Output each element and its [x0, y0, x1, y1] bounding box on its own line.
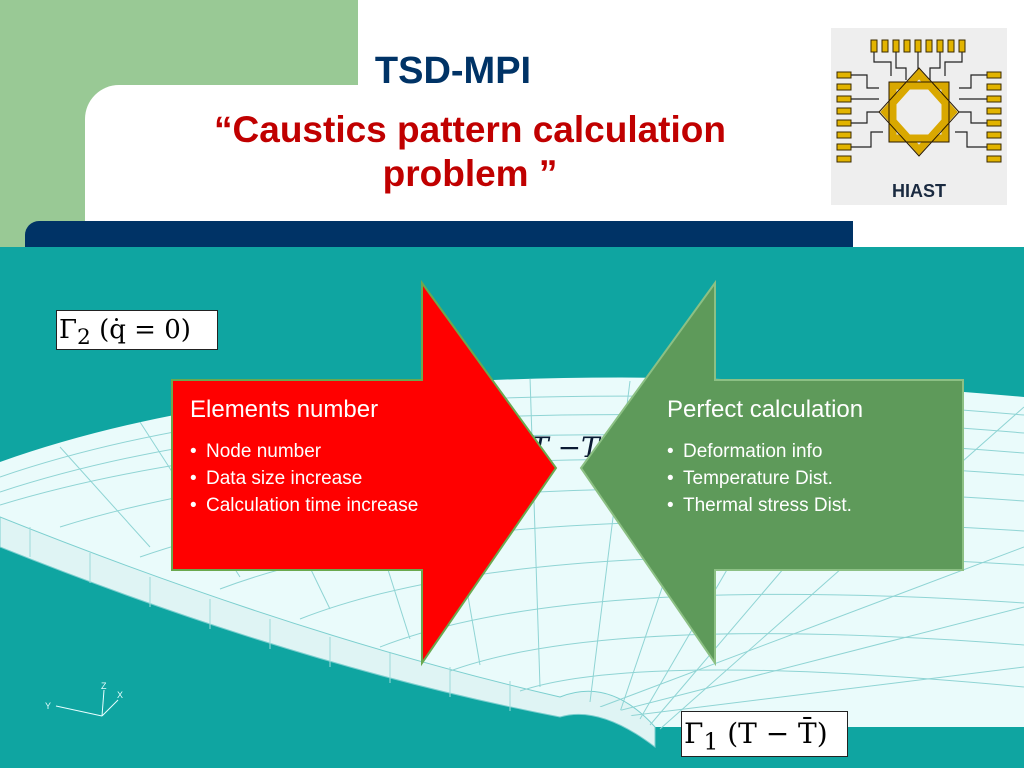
circuit-chip-logo-icon: [836, 39, 1002, 163]
slide-title: TSD-MPI: [374, 50, 532, 92]
gamma-symbol: Γ: [59, 315, 78, 345]
equation-condition: (q̇ = 0): [99, 315, 191, 345]
axes-triad-icon: Z X Y: [45, 681, 123, 717]
equation-gamma-2: Γ2 (q̇ = 0): [56, 310, 218, 350]
gamma-subscript: 2: [77, 325, 91, 351]
list-item: Deformation info: [667, 438, 957, 465]
equation-gamma-1: Γ1 (T − T̄): [681, 711, 848, 757]
axis-label-y: Y: [45, 701, 51, 711]
box-heading: Elements number: [190, 396, 379, 423]
list-item: Thermal stress Dist.: [667, 492, 957, 519]
decor-navy-bar: [25, 221, 853, 247]
list-item: Calculation time increase: [190, 492, 490, 519]
slide-subtitle: “Caustics pattern calculation problem ”: [120, 108, 820, 196]
axis-label-x: X: [117, 690, 123, 700]
gamma-subscript: 1: [703, 727, 719, 756]
perfect-calculation-box: Perfect calculation Deformation info Tem…: [667, 396, 957, 519]
box-heading: Perfect calculation: [667, 396, 864, 423]
list-item: Node number: [190, 438, 490, 465]
hiast-logo: HIAST: [831, 28, 1007, 205]
list-item: Temperature Dist.: [667, 465, 957, 492]
elements-number-box: Elements number Node number Data size in…: [190, 396, 490, 519]
equation-condition: (T − T̄): [727, 717, 828, 750]
axis-label-z: Z: [101, 681, 107, 691]
logo-label: HIAST: [892, 181, 946, 201]
gamma-symbol: Γ: [684, 717, 704, 750]
subtitle-line-2: problem ”: [382, 153, 558, 194]
subtitle-line-1: “Caustics pattern calculation: [214, 109, 726, 150]
bullet-list: Node number Data size increase Calculati…: [190, 438, 490, 519]
list-item: Data size increase: [190, 465, 490, 492]
bullet-list: Deformation info Temperature Dist. Therm…: [667, 438, 957, 519]
